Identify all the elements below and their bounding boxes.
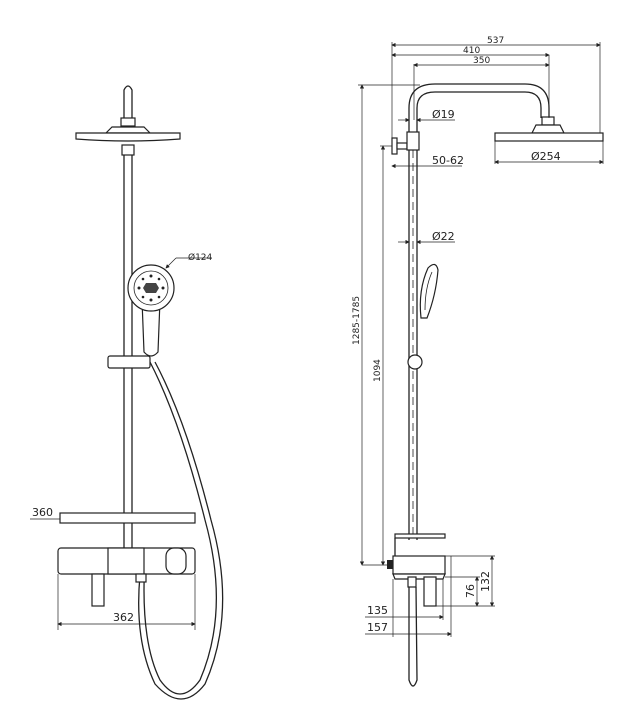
- height-range-label: 1285-1785: [352, 296, 362, 345]
- handshower-diameter-label: Ø124: [188, 252, 213, 263]
- spout-height-label: 76: [464, 584, 477, 598]
- front-view: Ø124 360 362: [30, 85, 224, 700]
- mixer-height-label: 132: [479, 571, 492, 592]
- shower-arm: [120, 85, 136, 156]
- showerhead: [75, 126, 181, 142]
- wall-bracket: [391, 137, 398, 155]
- hose-side: [408, 586, 418, 687]
- overall-projection-label: 537: [487, 36, 504, 46]
- shelf-width-label: 360: [32, 506, 53, 519]
- mixer-width-label: 362: [113, 611, 134, 624]
- hand-shower: [127, 264, 175, 357]
- shelf-side: [394, 533, 446, 539]
- arm-diameter-label: Ø19: [432, 108, 455, 121]
- arm-length-label: 350: [473, 56, 490, 66]
- riser-pole: [123, 145, 133, 550]
- overhead-arm: [408, 83, 550, 120]
- riser-diameter-label: Ø22: [432, 230, 455, 243]
- showerhead-side: [494, 116, 604, 142]
- riser-height-label: 1094: [373, 359, 383, 382]
- slider-side: [407, 354, 423, 370]
- side-view: 537 410 350 Ø19 50-62 Ø22 Ø254 1285-1785…: [352, 36, 604, 687]
- arm-projection-label: 410: [463, 46, 480, 56]
- bracket-offset-label: 50-62: [432, 154, 464, 167]
- spout-projection-label: 135: [367, 604, 388, 617]
- slider-bracket: [107, 355, 151, 369]
- hand-shower-side: [419, 263, 439, 319]
- hose: [143, 361, 218, 695]
- thermostatic-mixer: [57, 547, 196, 607]
- shelf: [59, 512, 196, 524]
- mixer-depth-label: 157: [367, 621, 388, 634]
- riser-pole-side: [408, 120, 418, 540]
- mixer-side: [387, 555, 446, 607]
- showerhead-diameter-label: Ø254: [531, 150, 561, 163]
